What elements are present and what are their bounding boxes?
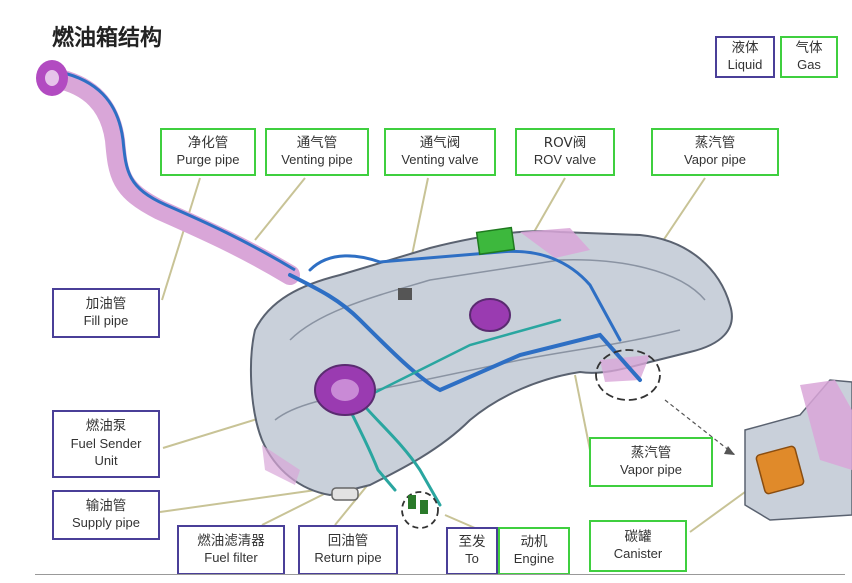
teal-line (368, 318, 562, 397)
label-to-engine-a: 至发 To (446, 527, 498, 575)
tank-accent-top (520, 228, 590, 258)
rov-valve-unit (469, 298, 511, 332)
canister-pink (800, 380, 852, 470)
tank-accent-left (262, 445, 300, 485)
fuel-filter-part (331, 487, 359, 501)
vapor-pipe-line (288, 273, 642, 393)
engine-connector-2 (420, 500, 428, 514)
tank-contour (289, 259, 706, 341)
label-venting-pipe: 通气管 Venting pipe (265, 128, 369, 176)
label-fuel-filter: 燃油滤清器 Fuel filter (177, 525, 285, 575)
leader-lines (159, 177, 746, 539)
fuel-sender-center (331, 379, 359, 401)
fill-pipe-tube (45, 68, 300, 285)
legend-liquid: 液体 Liquid (715, 36, 775, 78)
engine-detail-circle (401, 491, 439, 529)
page-title: 燃油箱结构 (52, 26, 163, 51)
filler-cap-center (45, 70, 59, 86)
canister-pointer (664, 399, 736, 456)
tank-contour-2 (274, 329, 681, 421)
label-to-engine-b: 动机 Engine (498, 527, 570, 575)
green-valve-block (475, 226, 516, 256)
label-canister: 碳罐 Canister (589, 520, 687, 572)
venting-pipe-line (59, 70, 296, 272)
label-supply-pipe: 输油管 Supply pipe (52, 490, 160, 540)
label-vapor-pipe-top: 蒸汽管 Vapor pipe (651, 128, 779, 176)
vapor-detail-circle (595, 349, 661, 401)
label-fill-pipe: 加油管 Fill pipe (52, 288, 160, 338)
engine-connector (408, 495, 416, 509)
label-return-pipe: 回油管 Return pipe (298, 525, 398, 575)
label-fuel-sender-unit: 燃油泵 Fuel Sender Unit (52, 410, 160, 478)
canister-part (755, 445, 805, 495)
label-vapor-pipe-right: 蒸汽管 Vapor pipe (589, 437, 713, 487)
label-rov-valve: ROV阀 ROV valve (515, 128, 615, 176)
label-venting-valve: 通气阀 Venting valve (384, 128, 496, 176)
arrow-head (724, 446, 735, 455)
venting-valve-part (398, 288, 412, 300)
label-purge-pipe: 净化管 Purge pipe (160, 128, 256, 176)
legend-gas: 气体 Gas (780, 36, 838, 78)
bottom-divider (35, 574, 845, 575)
